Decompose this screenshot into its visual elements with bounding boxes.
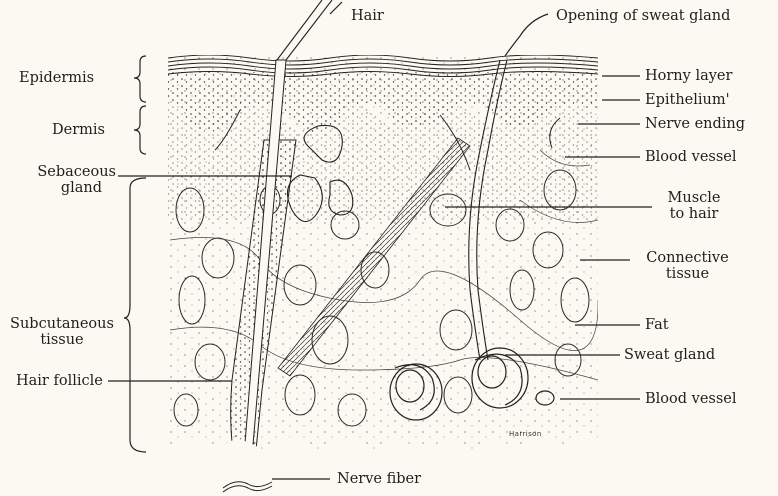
label-sebaceous-gland-line2: gland xyxy=(8,180,102,196)
label-opening-of-sweat-gland: Opening of sweat gland xyxy=(556,8,730,24)
label-subcutaneous-tissue-line2: tissue xyxy=(2,332,122,348)
label-sweat-gland: Sweat gland xyxy=(624,347,715,363)
label-dermis: Dermis xyxy=(52,122,105,138)
label-subcutaneous-tissue: Subcutaneous tissue xyxy=(2,316,122,348)
label-fat: Fat xyxy=(645,317,669,333)
label-connective-tissue-line2: tissue xyxy=(630,266,745,282)
label-epidermis: Epidermis xyxy=(19,70,94,86)
label-connective-tissue: Connective tissue xyxy=(630,250,745,282)
label-nerve-fiber: Nerve fiber xyxy=(337,471,421,487)
label-hair-follicle: Hair follicle xyxy=(16,373,103,389)
label-connective-tissue-line1: Connective xyxy=(630,250,745,266)
label-blood-vessel-lower: Blood vessel xyxy=(645,391,737,407)
left-braces xyxy=(124,56,146,452)
label-nerve-ending: Nerve ending xyxy=(645,116,745,132)
artist-signature: Harrison xyxy=(509,430,542,438)
label-muscle-to-hair-line2: to hair xyxy=(654,206,734,222)
label-muscle-to-hair: Muscle to hair xyxy=(654,190,734,222)
label-subcutaneous-tissue-line1: Subcutaneous xyxy=(2,316,122,332)
label-muscle-to-hair-line1: Muscle xyxy=(654,190,734,206)
label-epithelium: Epithelium' xyxy=(645,92,730,108)
label-sebaceous-gland-line1: Sebaceous xyxy=(8,164,116,180)
label-hair: Hair xyxy=(351,8,384,24)
label-blood-vessel-upper: Blood vessel xyxy=(645,149,737,165)
label-horny-layer: Horny layer xyxy=(645,68,732,84)
hair-shaft xyxy=(277,0,332,60)
tissue-block xyxy=(160,50,605,470)
nerve-fiber-shape xyxy=(223,482,272,492)
label-sebaceous-gland: Sebaceous gland xyxy=(8,164,116,196)
